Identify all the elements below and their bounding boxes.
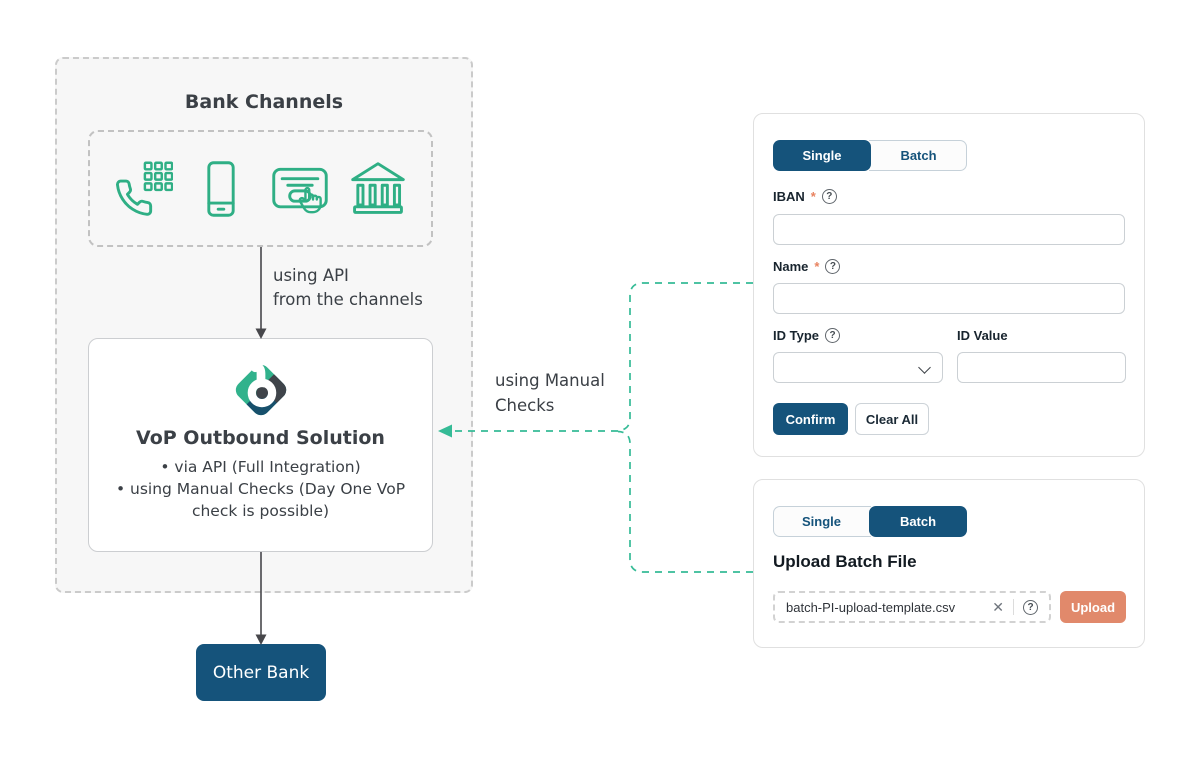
upload-batch-heading: Upload Batch File: [773, 552, 917, 571]
channels-box: [88, 130, 433, 247]
iban-label-row: IBAN * ?: [773, 189, 837, 204]
id-value-label-row: ID Value: [957, 328, 1008, 343]
other-bank-node: Other Bank: [196, 644, 326, 701]
upload-button[interactable]: Upload: [1060, 591, 1126, 623]
required-marker: *: [810, 189, 816, 204]
mobile-phone-icon: [207, 160, 235, 217]
bank-building-icon: [351, 161, 406, 214]
id-type-label: ID Type: [773, 328, 819, 343]
single-check-panel: Single Batch IBAN * ? Name * ? ID Type ?…: [753, 113, 1145, 457]
other-bank-label: Other Bank: [212, 662, 310, 683]
clear-all-button[interactable]: Clear All: [855, 403, 929, 435]
bank-channels-title: Bank Channels: [184, 91, 344, 113]
id-type-select[interactable]: [773, 352, 943, 383]
vop-bullet: using Manual Checks (Day One VoP check i…: [94, 478, 428, 522]
mode-tabs: Single Batch: [773, 506, 967, 537]
tab-batch[interactable]: Batch: [869, 506, 967, 537]
help-icon[interactable]: ?: [825, 259, 841, 274]
required-marker: *: [814, 259, 820, 274]
name-label-row: Name * ?: [773, 259, 841, 274]
file-name: batch-PI-upload-template.csv: [786, 599, 956, 615]
file-input[interactable]: batch-PI-upload-template.csv ✕ ?: [773, 591, 1051, 623]
chevron-down-icon: [918, 361, 931, 374]
api-arrow-label: using API from the channels: [273, 266, 423, 309]
vop-bullet: via API (Full Integration): [94, 456, 428, 478]
name-input[interactable]: [773, 283, 1125, 314]
help-icon[interactable]: ?: [821, 189, 837, 204]
mode-tabs: Single Batch: [773, 140, 967, 171]
manual-checks-connector: [450, 282, 753, 573]
vop-logo-icon: [235, 362, 286, 416]
vop-outbound-box: VoP Outbound Solution via API (Full Inte…: [88, 338, 433, 552]
tab-batch[interactable]: Batch: [869, 140, 967, 171]
id-value-label: ID Value: [957, 328, 1008, 343]
help-icon[interactable]: ?: [1023, 599, 1038, 615]
divider: [1013, 599, 1014, 615]
batch-upload-panel: Single Batch Upload Batch File batch-PI-…: [753, 479, 1145, 648]
bank-channels-container: Bank Channels: [55, 57, 473, 593]
manual-checks-label: using Manual Checks: [495, 371, 605, 415]
phone-keypad-icon: [115, 161, 173, 216]
card-payment-icon: [272, 167, 328, 213]
help-icon[interactable]: ?: [825, 328, 840, 343]
iban-input[interactable]: [773, 214, 1125, 245]
tab-single[interactable]: Single: [773, 140, 871, 171]
id-type-label-row: ID Type ?: [773, 328, 840, 343]
tab-single[interactable]: Single: [773, 506, 871, 537]
vop-bullet-list: via API (Full Integration) using Manual …: [94, 456, 428, 522]
vop-title: VoP Outbound Solution: [136, 427, 385, 449]
iban-label: IBAN: [773, 189, 805, 204]
id-value-input[interactable]: [957, 352, 1126, 383]
remove-file-icon[interactable]: ✕: [992, 599, 1004, 615]
confirm-button[interactable]: Confirm: [773, 403, 848, 435]
name-label: Name: [773, 259, 809, 274]
